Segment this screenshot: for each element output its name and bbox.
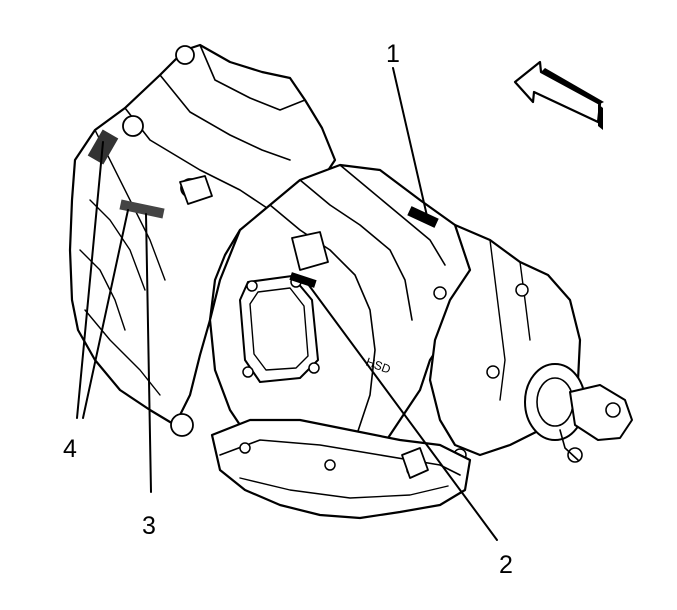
leader-line-3 xyxy=(145,213,152,493)
callout-2: 2 xyxy=(499,551,513,579)
callout-4: 4 xyxy=(63,435,77,463)
callout-3: 3 xyxy=(142,512,156,540)
callout-1: 1 xyxy=(386,40,400,68)
transmission-housing: HSD xyxy=(68,43,633,520)
leader-lines xyxy=(76,67,498,541)
direction-arrow-icon xyxy=(513,60,604,130)
leader-line-2 xyxy=(304,279,498,541)
leader-line-4b xyxy=(82,209,129,419)
leader-line-1 xyxy=(392,67,428,217)
leader-line-4a xyxy=(76,141,104,419)
